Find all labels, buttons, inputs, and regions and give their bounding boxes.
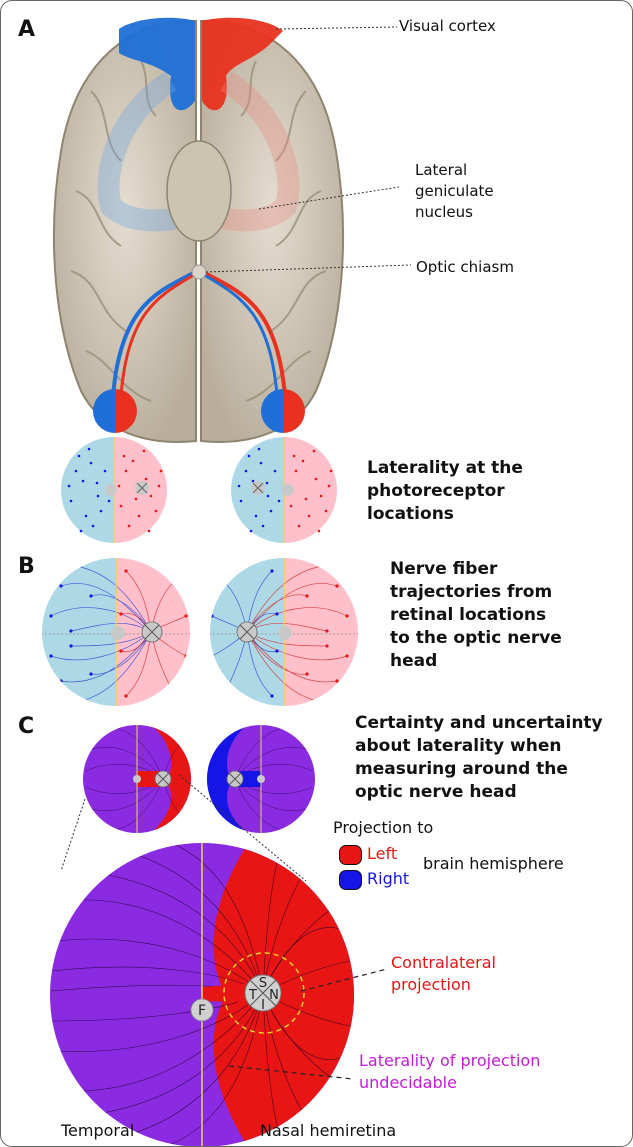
brainstem	[166, 140, 232, 242]
left-visual-cortex	[119, 17, 195, 111]
lgn-label-line3: nucleus	[415, 203, 473, 221]
laterality-certainty-diagram: F S T N I	[50, 725, 388, 1146]
panel-b-caption-line3: retinal locations	[390, 605, 547, 625]
leader-lines	[205, 26, 412, 273]
optic-chiasm-label: Optic chiasm	[416, 258, 514, 276]
zoom-lines	[60, 774, 307, 882]
fovea-label: F	[198, 1003, 206, 1019]
panel-a-caption-line2: photoreceptor	[367, 481, 505, 501]
photoreceptor-disk-right	[231, 437, 337, 543]
panel-c-caption-line1: Certainty and uncertainty	[355, 713, 603, 733]
panel-a-caption-line1: Laterality at the	[367, 458, 523, 478]
optic-chiasm	[191, 264, 207, 280]
right-visual-cortex	[202, 17, 283, 111]
panel-c-letter: C	[18, 714, 35, 739]
annotation-leaders	[228, 968, 388, 1080]
right-eye	[261, 389, 305, 433]
photoreceptor-disk-left	[61, 437, 167, 543]
panel-b-caption-line5: head	[390, 651, 438, 671]
panel-a-letter: A	[18, 17, 36, 42]
legend-right-label: Right	[367, 869, 410, 888]
legend-left-label: Left	[367, 844, 398, 863]
panel-b-caption-line4: to the optic nerve	[390, 628, 562, 648]
legend-right-swatch	[339, 870, 362, 890]
red-dots	[117, 449, 163, 533]
large-disk: F S T N I	[50, 843, 354, 1146]
visual-cortex-label: Visual cortex	[399, 17, 496, 35]
undecidable-label-line1: Laterality of projection	[359, 1051, 541, 1070]
panel-b-letter: B	[18, 554, 35, 579]
panel-c-caption-line3: measuring around the	[355, 759, 568, 779]
brain-illustration	[52, 17, 412, 543]
gyri-folds	[70, 60, 327, 402]
panel-c-caption-line2: about laterality when	[355, 736, 562, 756]
lgn-label-line2: geniculate	[415, 182, 494, 200]
legend-title: Projection to	[333, 818, 434, 837]
undecidable-label-line2: undecidable	[359, 1073, 457, 1092]
optic-nerve-right	[200, 269, 287, 397]
panel-b-caption-line1: Nerve fiber	[390, 559, 498, 579]
temporal-label: Temporal	[61, 1121, 135, 1140]
onh-i-label: I	[261, 998, 265, 1013]
onh-n-label: N	[269, 988, 279, 1003]
panel-a-caption-line3: locations	[367, 504, 454, 524]
lgn-label-line1: Lateral	[415, 161, 468, 179]
optic-nerve-left	[111, 269, 198, 397]
small-disk-left	[83, 725, 191, 833]
contralateral-label-line2: projection	[391, 975, 471, 994]
nerve-fiber-trajectories	[42, 558, 358, 706]
legend-left-swatch	[339, 845, 362, 865]
panel-c-caption-line4: optic nerve head	[355, 782, 517, 802]
contralateral-label-line1: Contralateral	[391, 953, 496, 972]
blue-dots	[67, 447, 111, 533]
nasal-hemiretina-label: Nasal hemiretina	[260, 1121, 397, 1140]
onh-s-label: S	[259, 976, 267, 991]
left-eye	[93, 389, 137, 433]
panel-b-caption-line2: trajectories from	[390, 582, 553, 602]
small-disk-right	[207, 725, 315, 833]
blue-dots	[237, 447, 281, 533]
onh-t-label: T	[248, 988, 257, 1003]
legend-suffix: brain hemisphere	[423, 854, 564, 873]
